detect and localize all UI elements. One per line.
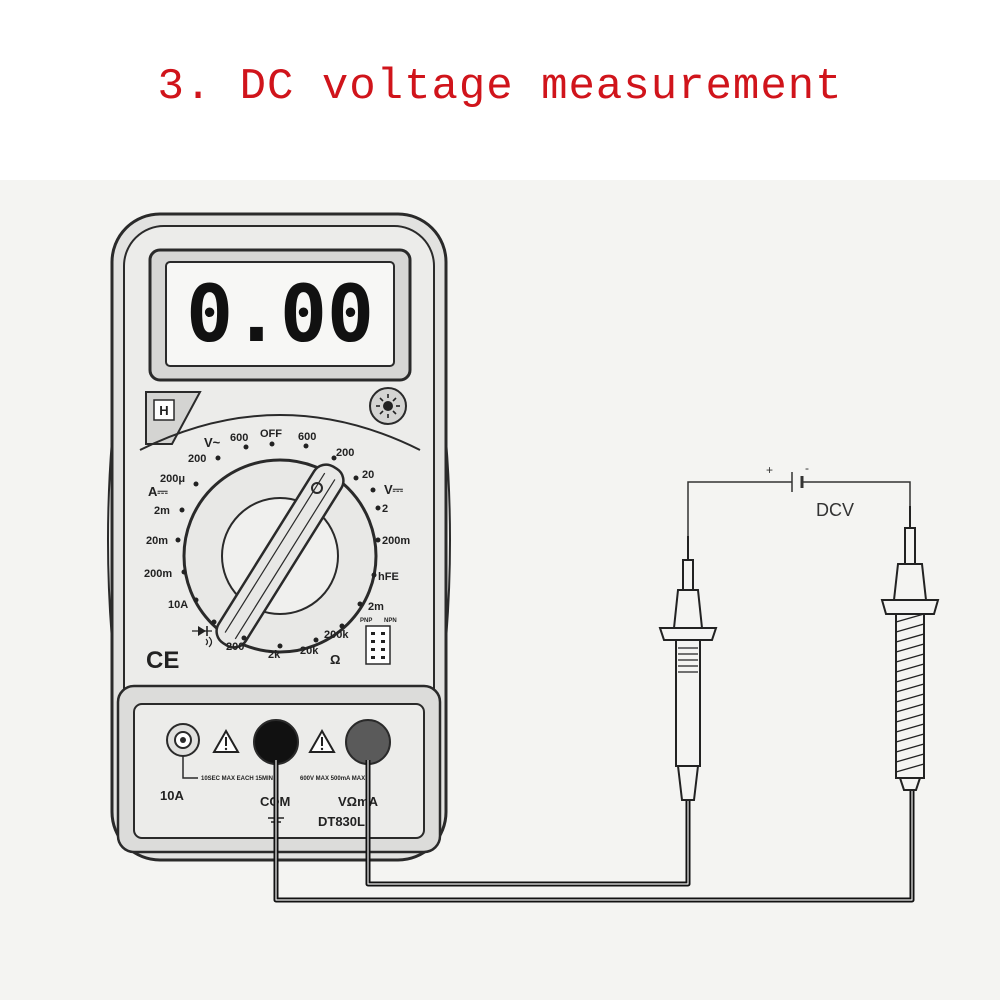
dial-label-a-200u: 200μ [160, 473, 185, 485]
page-title: 3. DC voltage measurement [157, 62, 843, 112]
dial-label-v-dc-2: 2 [382, 503, 388, 515]
dial-label-v-dc-symbol: V⎓ [384, 482, 404, 497]
dial-label-ohm-20k: 20k [300, 645, 319, 657]
dial-label-v-dc-600: 600 [298, 431, 316, 443]
dial-label-v-ac-symbol: V~ [204, 435, 221, 450]
black-probe[interactable] [880, 506, 940, 791]
dial-label-ohm-symbol: Ω [330, 652, 340, 667]
jack-com[interactable] [253, 719, 299, 765]
dial-label-a-2m: 2m [154, 505, 170, 517]
jack-vma-warning: 600V MAX 500mA MAX [300, 776, 365, 782]
dial-label-v-dc-200: 200 [336, 447, 354, 459]
dial-label-a-symbol: A⎓ [148, 484, 168, 499]
dcv-label: DCV [816, 500, 854, 520]
jack-10a-label: 10A [160, 788, 184, 803]
lcd-reading: 0.00 [186, 270, 374, 360]
dial-label-ohm-2k: 2k [268, 649, 281, 661]
dc-source-circuit: + - DCV [687, 461, 911, 536]
test-lead-wires [273, 760, 915, 903]
dial-label-v-dc-20: 20 [362, 469, 374, 481]
jack-vma-label: VΩmA [338, 794, 379, 809]
lcd-screen [165, 261, 395, 367]
model-label: DT830L [318, 814, 365, 829]
dial-label-a-20m: 20m [146, 535, 168, 547]
red-probe[interactable] [658, 536, 718, 801]
pnp-label: PNP [360, 618, 372, 624]
multimeter: 0.00 H [107, 212, 451, 862]
diode-continuity-icon [192, 626, 213, 648]
jack-v-ohm-ma[interactable] [345, 719, 391, 765]
hold-icon [153, 399, 175, 421]
dial-label-ohm-2m: 2m [368, 601, 384, 613]
dial-label-v-dc-200m: 200m [382, 535, 410, 547]
npn-label: NPN [384, 618, 397, 624]
dial-label-a-10a: 10A [168, 599, 188, 611]
dial-label-hfe: hFE [378, 571, 399, 583]
dial-dots [175, 441, 381, 649]
dial-label-ohm-200: 200 [226, 641, 244, 653]
rotary-pointer [215, 463, 345, 649]
dial-label-v-ac-200: 200 [188, 453, 206, 465]
transistor-socket[interactable]: PNP NPN [360, 618, 397, 665]
warning-icon [308, 728, 336, 753]
battery-plus-sign: + [766, 463, 773, 477]
dial-label-v-ac-600: 600 [230, 432, 248, 444]
dial-label-a-200m: 200m [144, 568, 172, 580]
ce-mark: CE [146, 647, 179, 674]
hold-label: H [159, 403, 168, 418]
dial-label-ohm-200k: 200k [324, 629, 349, 641]
dial-label-off: OFF [260, 428, 282, 440]
dial-panel-arc [139, 414, 421, 451]
jack-10a-warning: 10SEC MAX EACH 15MIN [201, 776, 273, 782]
sun-icon [376, 394, 400, 418]
warning-icon [212, 728, 240, 753]
battery-minus-sign: - [805, 461, 809, 475]
